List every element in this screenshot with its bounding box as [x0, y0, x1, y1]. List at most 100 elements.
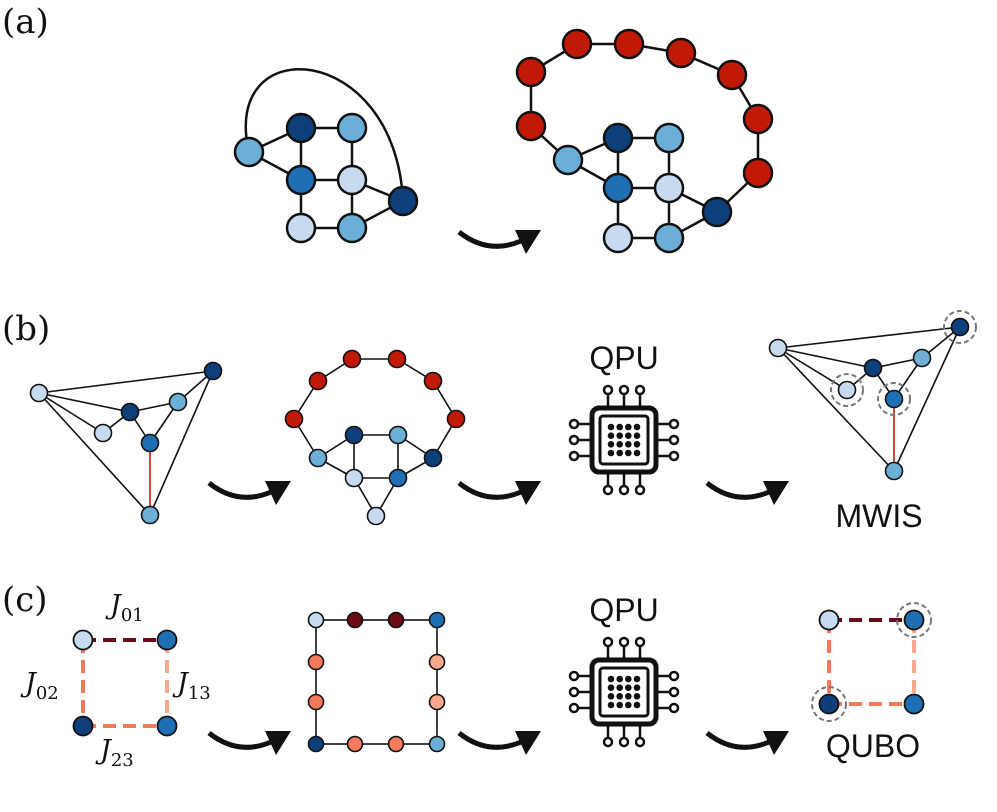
graph-edge [777, 347, 895, 472]
transform-arrow [207, 731, 291, 755]
coupling-label-j01: J01 [105, 590, 144, 626]
graph-node [701, 196, 733, 228]
chain-node [515, 56, 547, 88]
chain-node [742, 157, 774, 189]
chain-node [515, 110, 547, 142]
chain-node [308, 371, 328, 391]
graph-node [818, 609, 840, 631]
panel-b-result-graph [777, 326, 961, 472]
chain-node [428, 653, 446, 671]
chain-node [613, 28, 645, 60]
graph-node [156, 629, 178, 651]
graph-node [336, 212, 368, 244]
graph-node [285, 212, 317, 244]
panel-c-qubo-nodes [72, 629, 178, 737]
graph-node [818, 693, 840, 715]
qpu-chip-icon [570, 386, 678, 494]
mwis-label: MWIS [835, 498, 922, 534]
transform-arrow [457, 731, 541, 755]
panel-a-embedded-nodes [515, 28, 774, 254]
panel-b: (b) [2, 309, 977, 534]
graph-node [884, 389, 904, 409]
panel-c-label: (c) [2, 580, 48, 620]
chain-node [716, 59, 748, 91]
coupling-label-j23: J23 [95, 735, 134, 771]
qpu-label: QPU [589, 340, 658, 376]
chain-node [307, 693, 325, 711]
chain-node [342, 349, 362, 369]
panel-a-original-nodes [233, 112, 419, 244]
chain-node [284, 409, 304, 429]
selected-node-rings [830, 310, 977, 416]
graph-node [93, 423, 113, 443]
panel-c-qubo-graph [81, 638, 169, 728]
graph-node [72, 715, 94, 737]
graph-node [336, 164, 368, 196]
graph-node [233, 136, 265, 168]
graph-node [387, 185, 419, 217]
graph-node [29, 383, 49, 403]
panel-c-embedded-nodes [307, 611, 446, 753]
chain-edge [529, 42, 760, 213]
transform-arrow [705, 731, 789, 755]
panel-a-label: (a) [2, 2, 49, 42]
qubo-label: QUBO [826, 728, 920, 764]
coupling-label-j02: J02 [20, 668, 59, 704]
graph-node [653, 222, 685, 254]
graph-node [140, 433, 160, 453]
chain-node [387, 611, 405, 629]
graph-node [653, 122, 685, 154]
panel-b-embedded-nodes [284, 349, 466, 526]
panel-a-original-graph [244, 67, 405, 230]
graph-edge [38, 392, 131, 413]
panel-a: (a) [2, 2, 774, 254]
graph-node [307, 735, 325, 753]
graph-node [168, 392, 188, 412]
graph-node [366, 506, 386, 526]
graph-node [285, 164, 317, 196]
graph-node [140, 505, 160, 525]
graph-node [285, 112, 317, 144]
chain-node [387, 735, 405, 753]
graph-node [388, 425, 408, 445]
graph-edge [777, 326, 961, 349]
panel-b-label: (b) [2, 309, 50, 349]
selection-ring [877, 382, 911, 416]
chain-node [307, 653, 325, 671]
graph-node [653, 172, 685, 204]
coupling-label-j13: J13 [172, 668, 211, 704]
qpu-chip-icon [570, 638, 678, 746]
chain-node [387, 349, 407, 369]
graph-edge [777, 347, 848, 391]
graph-edge [38, 392, 151, 516]
panel-c-result-nodes [818, 609, 925, 715]
selection-ring [830, 373, 864, 407]
graph-node [336, 112, 368, 144]
chain-node [428, 693, 446, 711]
graph-node [428, 611, 446, 629]
transform-arrow [207, 481, 291, 505]
graph-node [903, 609, 925, 631]
graph-node [903, 693, 925, 715]
graph-node [602, 222, 634, 254]
graph-node [428, 735, 446, 753]
panel-b-result-nodes [768, 317, 970, 481]
graph-node [344, 468, 364, 488]
graph-node [768, 338, 788, 358]
graph-node [950, 317, 970, 337]
chain-node [742, 103, 774, 135]
graph-node [388, 468, 408, 488]
graph-edge [893, 326, 961, 472]
graph-node [837, 380, 857, 400]
graph-node [863, 358, 883, 378]
panel-c-embedded-graph [315, 619, 438, 745]
graph-node [203, 361, 223, 381]
transform-arrow [457, 481, 541, 505]
selection-ring [896, 602, 932, 638]
qpu-label: QPU [589, 592, 658, 628]
graph-node [423, 448, 443, 468]
chain-node [346, 735, 364, 753]
panel-b-input-graph [38, 370, 214, 516]
chain-node [446, 409, 466, 429]
